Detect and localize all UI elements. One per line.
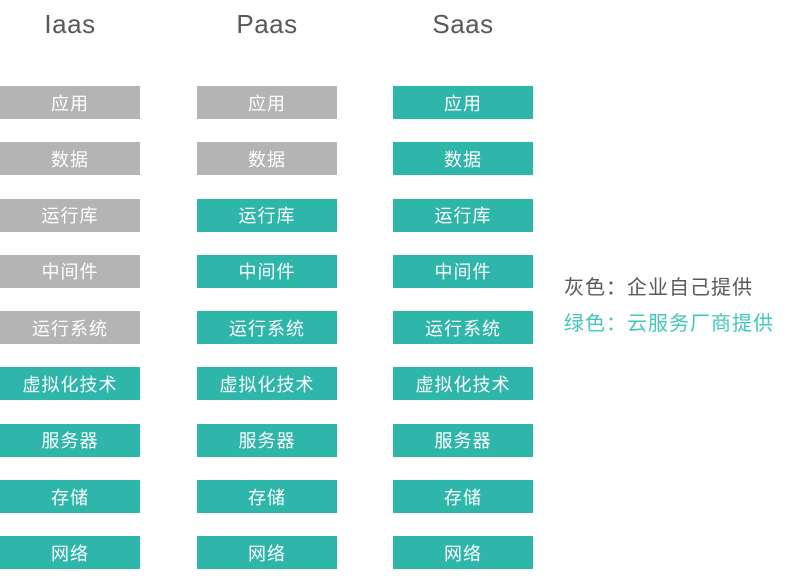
layer-box-middleware: 中间件	[197, 254, 337, 288]
layer-box-data: 数据	[393, 142, 533, 176]
layer-box-operating-system: 运行系统	[0, 311, 140, 345]
layer-box-data: 数据	[0, 142, 140, 176]
layer-box-server: 服务器	[0, 423, 140, 457]
layer-box-runtime-library: 运行库	[0, 198, 140, 232]
layer-stack: 应用数据运行库中间件运行系统虚拟化技术服务器存储网络	[393, 86, 533, 570]
layer-stack: 应用数据运行库中间件运行系统虚拟化技术服务器存储网络	[0, 86, 140, 570]
layer-box-operating-system: 运行系统	[393, 311, 533, 345]
column-paas: Paas 应用数据运行库中间件运行系统虚拟化技术服务器存储网络	[197, 0, 337, 576]
layer-box-storage: 存储	[0, 480, 140, 514]
layer-box-virtualization: 虚拟化技术	[0, 367, 140, 401]
layer-box-virtualization: 虚拟化技术	[197, 367, 337, 401]
layer-box-middleware: 中间件	[0, 254, 140, 288]
layer-box-runtime-library: 运行库	[393, 198, 533, 232]
column-saas: Saas 应用数据运行库中间件运行系统虚拟化技术服务器存储网络	[393, 0, 533, 576]
column-iaas: Iaas 应用数据运行库中间件运行系统虚拟化技术服务器存储网络	[0, 0, 140, 576]
layer-box-network: 网络	[393, 536, 533, 570]
legend-gray-line: 灰色：企业自己提供	[564, 277, 753, 299]
layer-box-server: 服务器	[197, 423, 337, 457]
column-title-saas: Saas	[432, 9, 494, 39]
layer-box-storage: 存储	[197, 480, 337, 514]
column-title-iaas: Iaas	[44, 9, 96, 39]
legend: 灰色：企业自己提供 绿色：云服务厂商提供	[564, 277, 774, 335]
layer-box-operating-system: 运行系统	[197, 311, 337, 345]
layer-box-network: 网络	[197, 536, 337, 570]
layer-box-application: 应用	[393, 86, 533, 119]
layer-box-virtualization: 虚拟化技术	[393, 367, 533, 401]
layer-box-application: 应用	[0, 86, 140, 119]
legend-teal-line: 绿色：云服务厂商提供	[564, 313, 774, 335]
layer-box-runtime-library: 运行库	[197, 198, 337, 232]
column-title-paas: Paas	[236, 9, 298, 39]
layer-box-middleware: 中间件	[393, 254, 533, 288]
layer-box-data: 数据	[197, 142, 337, 176]
layer-box-storage: 存储	[393, 480, 533, 514]
layer-box-server: 服务器	[393, 423, 533, 457]
layer-stack: 应用数据运行库中间件运行系统虚拟化技术服务器存储网络	[197, 86, 337, 570]
layer-box-network: 网络	[0, 536, 140, 570]
layer-box-application: 应用	[197, 86, 337, 119]
